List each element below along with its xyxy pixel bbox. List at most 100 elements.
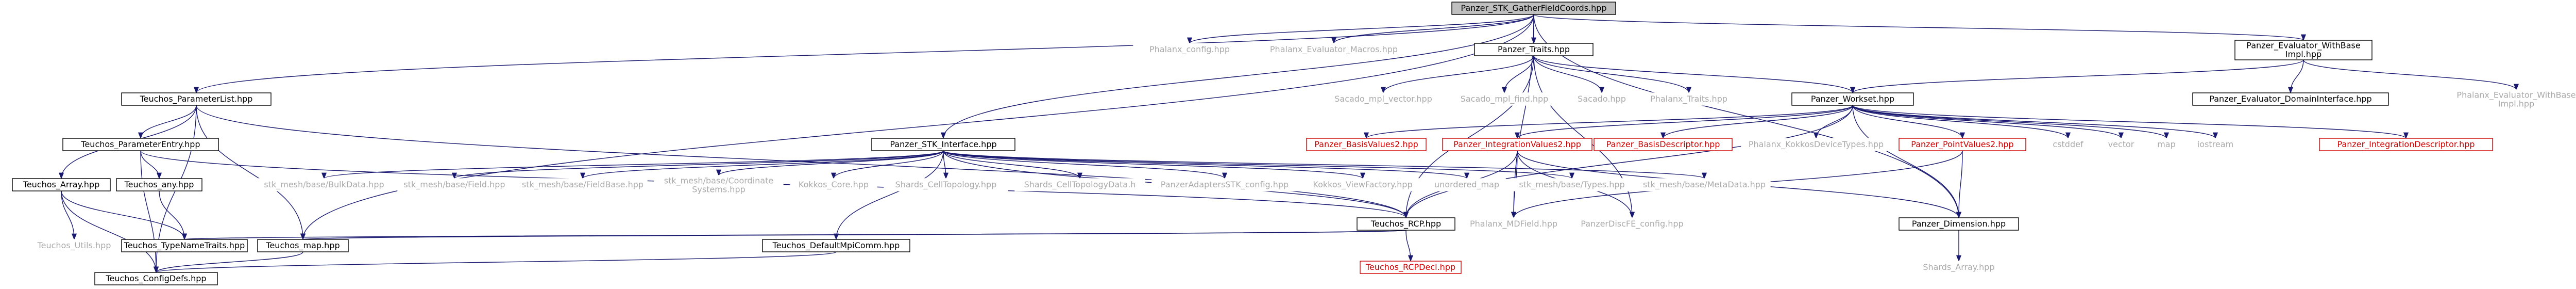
node-label-basis_descriptor: Panzer_BasisDescriptor.hpp [1606, 139, 1720, 150]
edge-stk_interface-to-field_base [580, 150, 944, 180]
node-label-phalanx_mdfield: Phalanx_MDField.hpp [1470, 219, 1557, 229]
node-box-panzer_traits [1474, 43, 1594, 56]
node-label-teuchos_any: Teuchos_any.hpp [124, 180, 194, 190]
node-basis_values2[interactable]: Panzer_BasisValues2.hpp [1306, 138, 1427, 151]
edge-panzer_traits-to-panzer_discfe [1533, 55, 1635, 219]
edge-workset-to-integration_descriptor [1852, 105, 2409, 139]
node-label-phalanx_eval_wbase_impl: Impl.hpp [2498, 99, 2534, 109]
edge-stk_interface-to-coord_systems [716, 150, 944, 176]
node-point_values2[interactable]: Panzer_PointValues2.hpp [1899, 138, 2026, 151]
node-param_entry[interactable]: Teuchos_ParameterEntry.hpp [62, 138, 219, 151]
edge-root-to-teuchos_map [300, 14, 1534, 240]
node-teuchos_configdefs[interactable]: Teuchos_ConfigDefs.hpp [94, 272, 218, 285]
node-label-iostream: iostream [2197, 139, 2233, 149]
edge-stk_interface-to-field [452, 150, 944, 180]
node-teuchos_rcp[interactable]: Teuchos_RCP.hpp [1357, 217, 1455, 231]
edge-panzer_traits-to-sacado_mpl_find [1501, 55, 1534, 94]
node-box-stk_interface [871, 138, 1015, 151]
node-default_mpicomm[interactable]: Teuchos_DefaultMpiComm.hpp [762, 239, 910, 252]
edge-teuchos_rcp-to-teuchos_map [301, 230, 1406, 240]
edge-teuchos_array-to-teuchos_configdefs [61, 190, 159, 274]
node-map: map [2149, 138, 2184, 151]
node-basis_descriptor[interactable]: Panzer_BasisDescriptor.hpp [1594, 138, 1733, 151]
node-label-vector: vector [2108, 139, 2134, 149]
node-box-domain_interface [2192, 92, 2389, 106]
node-field_base: stk_mesh/base/FieldBase.hpp [518, 178, 648, 191]
edge-workset-to-vector [1852, 105, 2124, 139]
node-stk_interface[interactable]: Panzer_STK_Interface.hpp [871, 138, 1015, 151]
edge-workset-to-point_values2 [1852, 105, 1965, 139]
node-integration_values2[interactable]: Panzer_IntegrationValues2.hpp [1442, 138, 1592, 151]
node-label-panzer_dimension: Panzer_Dimension.hpp [1912, 219, 2006, 229]
edge-param_list-to-teuchos_map [196, 105, 306, 240]
node-box-vector [2099, 138, 2143, 151]
node-teuchos_any[interactable]: Teuchos_any.hpp [116, 178, 202, 191]
node-box-panzer_adapters [1151, 178, 1298, 191]
edge-panzer_traits-to-workset [1533, 55, 1855, 94]
node-panzer_traits[interactable]: Panzer_Traits.hpp [1474, 43, 1594, 56]
node-workset[interactable]: Panzer_Workset.hpp [1791, 92, 1914, 106]
node-field: stk_mesh/base/Field.hpp [397, 178, 512, 191]
edge-workset-to-basis_descriptor [1660, 105, 1853, 139]
node-param_list[interactable]: Teuchos_ParameterList.hpp [121, 92, 272, 106]
node-label-coord_systems: Systems.hpp [692, 185, 745, 195]
node-box-basis_values2 [1306, 138, 1427, 151]
node-vector: vector [2099, 138, 2143, 151]
edge-workset-to-integration_values2 [1515, 105, 1853, 139]
edge-eval_wbase_impl-to-phalanx_eval_wbase_impl [2303, 59, 2519, 91]
node-label-coord_systems: stk_mesh/base/Coordinate [664, 176, 773, 186]
node-box-teuchos_array [12, 178, 111, 191]
edge-stk_interface-to-bulk_data [321, 150, 944, 180]
node-label-teuchos_map: Teuchos_map.hpp [265, 240, 340, 251]
node-label-root: Panzer_STK_GatherFieldCoords.hpp [1461, 3, 1606, 13]
node-box-param_list [121, 92, 272, 106]
node-box-panzer_dimension [1899, 217, 2019, 231]
edge-panzer_traits-to-sacado [1533, 55, 1604, 94]
edge-stk_interface-to-panzer_adapters [943, 150, 1227, 180]
node-box-map [2149, 138, 2184, 151]
node-box-phalanx_mdfield [1463, 217, 1565, 231]
node-box-phalanx_eval_wbase_impl [2448, 89, 2576, 110]
node-panzer_dimension[interactable]: Panzer_Dimension.hpp [1899, 217, 2019, 231]
node-teuchos_array[interactable]: Teuchos_Array.hpp [12, 178, 111, 191]
edge-workset-to-teuchos_rcp [1403, 105, 1853, 219]
edge-eval_wbase_impl-to-domain_interface [2287, 59, 2304, 94]
node-box-workset [1791, 92, 1914, 106]
node-label-sacado_mpl_vector: Sacado_mpl_vector.hpp [1334, 94, 1432, 104]
node-label-teuchos_typename: Teuchos_TypeNameTraits.hpp [124, 240, 245, 251]
node-box-basis_descriptor [1594, 138, 1733, 151]
node-label-point_values2: Panzer_PointValues2.hpp [1911, 139, 2013, 150]
node-teuchos_rcpdecl[interactable]: Teuchos_RCPDecl.hpp [1360, 261, 1462, 274]
node-sacado_mpl_find: Sacado_mpl_find.hpp [1448, 92, 1561, 106]
node-box-iostream [2190, 138, 2241, 151]
node-box-cstddef [2043, 138, 2093, 151]
edge-default_mpicomm-to-teuchos_configdefs [154, 251, 837, 274]
node-teuchos_typename[interactable]: Teuchos_TypeNameTraits.hpp [121, 239, 248, 252]
node-label-phalanx_macros: Phalanx_Evaluator_Macros.hpp [1270, 44, 1398, 55]
node-meta_data: stk_mesh/base/MetaData.hpp [1638, 178, 1771, 191]
node-label-panzer_discfe: PanzerDiscFE_config.hpp [1581, 219, 1683, 229]
node-label-panzer_traits: Panzer_Traits.hpp [1498, 44, 1570, 55]
node-root[interactable]: Panzer_STK_GatherFieldCoords.hpp [1451, 2, 1616, 15]
edge-stk_interface-to-shards_celltopodata [943, 150, 1082, 180]
node-label-bulk_data: stk_mesh/base/BulkData.hpp [264, 180, 384, 190]
node-label-teuchos_utils: Teuchos_Utils.hpp [37, 240, 111, 251]
node-box-teuchos_map [257, 239, 349, 252]
node-label-phalanx_eval_wbase_impl: Phalanx_Evaluator_WithBase [2456, 90, 2575, 101]
node-label-default_mpicomm: Teuchos_DefaultMpiComm.hpp [772, 240, 900, 251]
node-integration_descriptor[interactable]: Panzer_IntegrationDescriptor.hpp [2319, 138, 2493, 151]
node-phalanx_macros: Phalanx_Evaluator_Macros.hpp [1258, 43, 1410, 56]
edge-stk_interface-to-default_mpicomm [833, 150, 944, 240]
edge-workset-to-panzer_dimension [1852, 105, 1962, 219]
node-label-domain_interface: Panzer_Evaluator_DomainInterface.hpp [2209, 94, 2371, 104]
node-label-field: stk_mesh/base/Field.hpp [403, 180, 505, 190]
node-label-kokkos_device_types: Phalanx_KokkosDeviceTypes.hpp [1749, 139, 1884, 150]
node-box-phalanx_macros [1258, 43, 1410, 56]
node-teuchos_map[interactable]: Teuchos_map.hpp [257, 239, 349, 252]
node-box-coord_systems [654, 175, 784, 196]
node-domain_interface[interactable]: Panzer_Evaluator_DomainInterface.hpp [2192, 92, 2389, 106]
node-box-point_values2 [1899, 138, 2026, 151]
